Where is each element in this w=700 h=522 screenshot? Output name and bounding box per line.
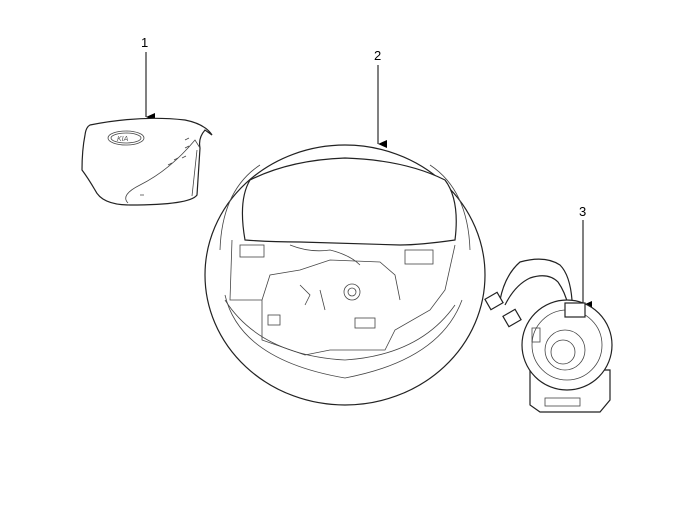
airbag-module: KIA	[81, 117, 213, 206]
kia-logo	[107, 130, 145, 146]
callout-label-3: 3	[579, 204, 587, 219]
callout-label-1: 1	[141, 35, 149, 50]
callout-label-2: 2	[374, 48, 382, 63]
steering-wheel	[204, 144, 486, 406]
clock-spring	[484, 258, 613, 413]
svg-text:KIA: KIA	[117, 136, 129, 143]
